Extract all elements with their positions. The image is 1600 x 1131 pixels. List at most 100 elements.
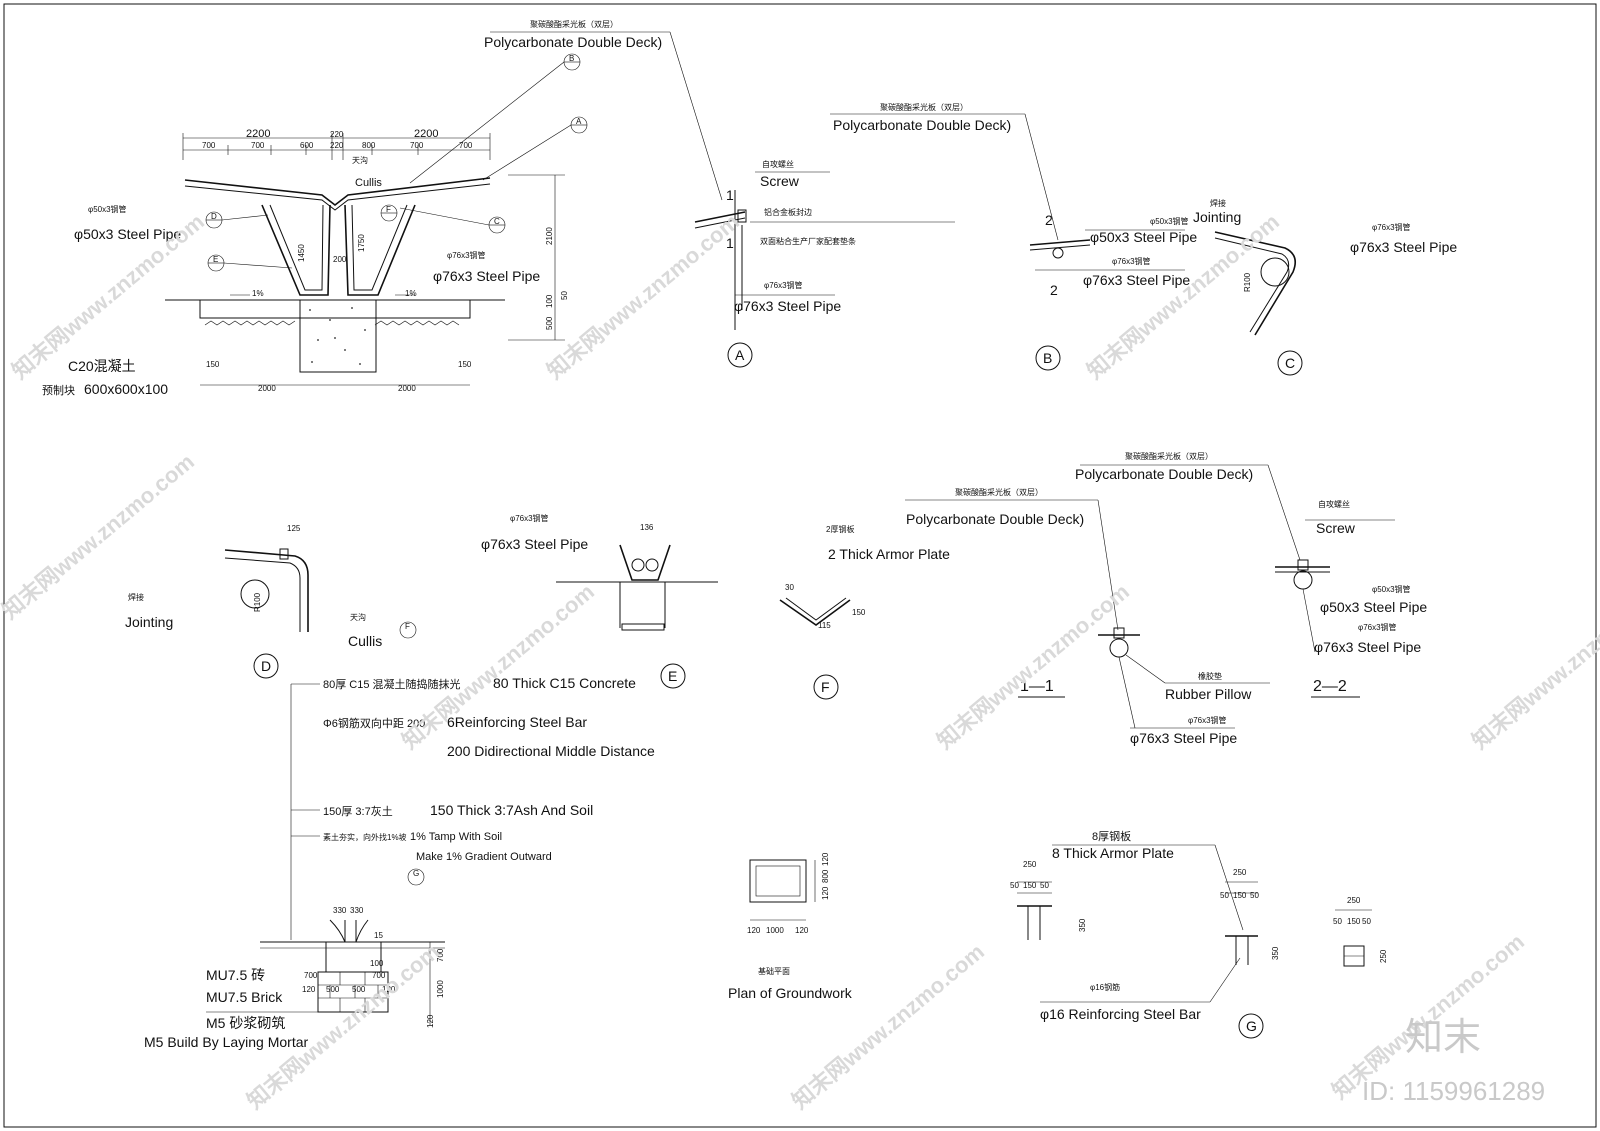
sec-1-bot: 1 [726, 235, 734, 251]
detail-id-F: F [821, 679, 830, 695]
sec-1-top: 1 [726, 187, 734, 203]
detail-id-A: A [735, 347, 745, 363]
pipe50-en-main: φ50x3 Steel Pipe [74, 226, 181, 242]
dim-150-a1: 150 [1023, 881, 1037, 890]
slope-left: 1% [252, 289, 264, 298]
dim-120-gl: 120 [302, 985, 316, 994]
pc-en-22: Polycarbonate Double Deck) [1075, 466, 1253, 482]
sheet-border [3, 3, 1597, 1128]
watermark-2: 知末网www.znzmo.com [542, 209, 744, 384]
jointing-cn-d: 焊接 [128, 592, 144, 602]
jointing-en-d: Jointing [125, 614, 173, 630]
dim-700-d: 700 [459, 141, 473, 150]
c15-cn: 80厚 C15 混凝土随捣随抹光 [323, 677, 461, 691]
dim-50-h: 50 [560, 291, 569, 300]
pipe50-en-b: φ50x3 Steel Pipe [1090, 229, 1197, 245]
r100-c: R100 [1243, 272, 1252, 292]
detail-id-E: E [668, 668, 677, 684]
pipe76-cn-11: φ76x3钢管 [1188, 715, 1227, 725]
dim-50-a2r: 50 [1250, 891, 1259, 900]
detail-id-D: D [261, 658, 271, 674]
dim-150-right: 150 [458, 360, 472, 369]
pc-en-a: Polycarbonate Double Deck) [484, 34, 662, 50]
dim-250-a3v: 250 [1379, 949, 1388, 963]
dim-115-f: 115 [818, 621, 831, 630]
screw-en-a: Screw [760, 173, 800, 189]
callout-G-g: G [413, 869, 419, 878]
pc-cn-b: 聚碳酸酯采光板（双层） [880, 102, 968, 112]
dim-330-b: 330 [350, 906, 364, 915]
watermark-7: 知末网www.znzmo.com [1467, 579, 1600, 754]
slope-right: 1% [405, 289, 417, 298]
ash-en: 150 Thick 3:7Ash And Soil [430, 802, 593, 818]
pipe76-cn-22: φ76x3钢管 [1358, 622, 1397, 632]
plan-en: Plan of Groundwork [728, 985, 853, 1001]
dim-150-f: 150 [852, 608, 866, 617]
sec-2-bot: 2 [1050, 282, 1058, 298]
jointing-en-c: Jointing [1193, 209, 1241, 225]
armor2-cn: 2厚钢板 [826, 524, 854, 534]
bar6-en1: 6Reinforcing Steel Bar [447, 714, 587, 730]
dim-700-c: 700 [410, 141, 424, 150]
m5-en: M5 Build By Laying Mortar [144, 1034, 309, 1050]
bar16-cn: φ16钢筋 [1090, 982, 1120, 992]
dim-150-a2: 150 [1233, 891, 1247, 900]
precast-cn: 预制块 [42, 384, 75, 397]
rubber-cn: 橡胶垫 [1198, 671, 1222, 681]
dim-250-a1: 250 [1023, 860, 1037, 869]
dim-136-e: 136 [640, 523, 654, 532]
dim-120-gv: 120 [426, 1014, 435, 1028]
dim-500-gr: 500 [352, 985, 366, 994]
dim-2200-left: 2200 [246, 128, 270, 140]
dim-150-a3: 150 [1347, 917, 1361, 926]
dim-250-a2: 250 [1233, 868, 1247, 877]
image-id: ID: 1159961289 [1362, 1076, 1545, 1106]
detail-D: 125 R100 焊接 Jointing 天沟 Cullis F D [125, 524, 417, 679]
dim-220-mid: 220 [330, 141, 344, 150]
cullis-en: Cullis [355, 177, 382, 189]
dim-150-left: 150 [206, 360, 220, 369]
tamp-cn: 素土夯实，向外找1%坡 [323, 832, 407, 842]
gasket-cn-a: 双面粘合生产厂家配套垫条 [760, 236, 856, 246]
detail-id-C: C [1285, 355, 1295, 371]
ash-cn: 150厚 3:7灰土 [323, 804, 393, 818]
detail-F: 2厚钢板 2 Thick Armor Plate 30 115 150 F [779, 524, 950, 700]
detail-id-B: B [1043, 350, 1052, 366]
pipe76-cn-e: φ76x3钢管 [510, 513, 549, 523]
detail-G-foundation: 80厚 C15 混凝土随捣随抹光 80 Thick C15 Concrete Φ… [144, 675, 655, 1050]
pipe76-cn-c: φ76x3钢管 [1372, 222, 1411, 232]
cullis-cn-d: 天沟 [350, 612, 366, 622]
pipe76-en-main: φ76x3 Steel Pipe [433, 268, 540, 284]
alu-cn-a: 铝合金板封边 [764, 207, 812, 217]
sec-2-top: 2 [1045, 212, 1053, 228]
section-mark-22: 2—2 [1313, 678, 1347, 695]
detail-G-anchors: 8厚钢板 8 Thick Armor Plate 250 50 150 50 3… [1010, 829, 1388, 1039]
dim-100-g: 100 [370, 959, 384, 968]
bar16-en: φ16 Reinforcing Steel Bar [1040, 1006, 1201, 1022]
screw-cn-22: 自攻螺丝 [1318, 499, 1350, 509]
pipe50-cn-main: φ50x3钢管 [88, 204, 127, 214]
dim-800-p: 800 [821, 869, 830, 883]
dim-50-a2l: 50 [1220, 891, 1229, 900]
dim-700-a: 700 [202, 141, 216, 150]
callout-F-main: F [386, 205, 391, 214]
pipe76-cn-a: φ76x3钢管 [764, 280, 803, 290]
callout-B-main: B [569, 54, 574, 63]
brand-logo: 知末 [1405, 1015, 1481, 1059]
detail-B: 聚碳酸酯采光板（双层） Polycarbonate Double Deck) 2… [830, 102, 1197, 371]
callout-F-d: F [405, 622, 410, 631]
callout-A-main: A [576, 117, 582, 126]
bar6-en2: 200 Didirectional Middle Distance [447, 743, 655, 759]
jointing-cn-c: 焊接 [1210, 198, 1226, 208]
armor2-en: 2 Thick Armor Plate [828, 546, 950, 562]
dim-1450: 1450 [297, 244, 306, 262]
pipe76-en-c: φ76x3 Steel Pipe [1350, 239, 1457, 255]
dim-1750: 1750 [357, 234, 366, 252]
dim-600: 600 [300, 141, 314, 150]
section-mark-11: 1—1 [1020, 678, 1054, 695]
watermark-6: 知末网www.znzmo.com [932, 579, 1134, 754]
mu75-cn: MU7.5 砖 [206, 967, 265, 983]
dim-2000-right: 2000 [398, 384, 416, 393]
dim-50-a3r: 50 [1362, 917, 1371, 926]
